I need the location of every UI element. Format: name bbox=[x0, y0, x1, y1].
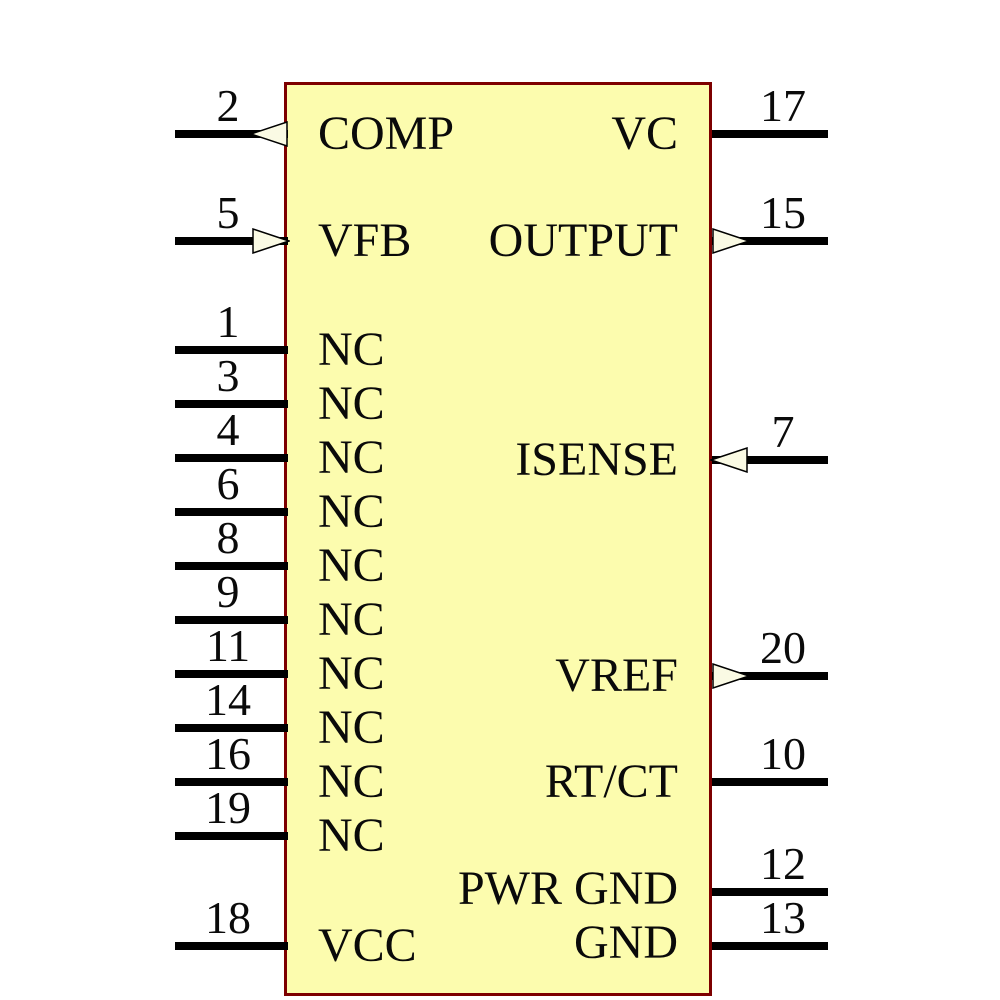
pin-wire-11[interactable] bbox=[175, 670, 288, 678]
pin-wire-6[interactable] bbox=[175, 508, 288, 516]
pin-wire-12[interactable] bbox=[712, 888, 828, 896]
pin-number-6: 6 bbox=[216, 458, 240, 509]
pin-label-nc: NC bbox=[318, 593, 385, 646]
pin-number-18: 18 bbox=[205, 892, 251, 943]
pin-number-5: 5 bbox=[216, 187, 240, 238]
pin-wire-18[interactable] bbox=[175, 942, 288, 950]
ic-symbol-body[interactable] bbox=[284, 82, 712, 996]
pin-label-vfb: VFB bbox=[318, 214, 412, 267]
pin-label-nc: NC bbox=[318, 809, 385, 862]
pin-label-nc: NC bbox=[318, 323, 385, 376]
pin-label-pwrgnd: PWR GND bbox=[457, 862, 678, 915]
pin-number-15: 15 bbox=[760, 187, 806, 238]
pin-wire-15[interactable] bbox=[712, 237, 828, 245]
pin-number-3: 3 bbox=[216, 350, 240, 401]
pin-number-12: 12 bbox=[760, 838, 806, 889]
pin-label-vref: VREF bbox=[555, 649, 678, 702]
output-arrow-icon bbox=[250, 121, 288, 147]
pin-number-17: 17 bbox=[760, 80, 806, 131]
pin-wire-2[interactable] bbox=[175, 130, 288, 138]
pin-number-1: 1 bbox=[216, 296, 240, 347]
pin-wire-16[interactable] bbox=[175, 778, 288, 786]
pin-number-14: 14 bbox=[205, 674, 251, 725]
pin-wire-4[interactable] bbox=[175, 454, 288, 462]
pin-label-nc: NC bbox=[318, 377, 385, 430]
pin-wire-7[interactable] bbox=[712, 456, 828, 464]
pin-wire-19[interactable] bbox=[175, 832, 288, 840]
pin-wire-5[interactable] bbox=[175, 237, 288, 245]
pin-label-nc: NC bbox=[318, 755, 385, 808]
pin-label-rtct: RT/CT bbox=[544, 755, 678, 808]
pin-label-vcc: VCC bbox=[318, 919, 417, 972]
pin-wire-3[interactable] bbox=[175, 400, 288, 408]
pin-label-nc: NC bbox=[318, 647, 385, 700]
output-arrow-icon bbox=[712, 228, 750, 254]
pin-label-nc: NC bbox=[318, 539, 385, 592]
pin-label-gnd: GND bbox=[574, 916, 678, 969]
pin-wire-8[interactable] bbox=[175, 562, 288, 570]
pin-label-vc: VC bbox=[611, 107, 678, 160]
pin-number-10: 10 bbox=[760, 728, 806, 779]
pin-number-11: 11 bbox=[205, 620, 251, 671]
pin-number-7: 7 bbox=[771, 406, 795, 457]
input-arrow-icon bbox=[252, 228, 290, 254]
pin-label-output: OUTPUT bbox=[488, 214, 678, 267]
pin-number-20: 20 bbox=[760, 622, 806, 673]
pin-number-19: 19 bbox=[205, 782, 251, 833]
pin-wire-20[interactable] bbox=[712, 672, 828, 680]
output-arrow-icon bbox=[712, 663, 750, 689]
pin-wire-1[interactable] bbox=[175, 346, 288, 354]
pin-label-comp: COMP bbox=[318, 107, 455, 160]
pin-number-9: 9 bbox=[216, 566, 240, 617]
pin-wire-9[interactable] bbox=[175, 616, 288, 624]
pin-number-8: 8 bbox=[216, 512, 240, 563]
pin-number-2: 2 bbox=[216, 80, 240, 131]
pin-wire-17[interactable] bbox=[712, 130, 828, 138]
pin-label-isense: ISENSE bbox=[515, 433, 678, 486]
input-arrow-icon bbox=[710, 447, 748, 473]
pin-number-4: 4 bbox=[216, 404, 240, 455]
pin-number-13: 13 bbox=[760, 892, 806, 943]
pin-label-nc: NC bbox=[318, 431, 385, 484]
pin-number-16: 16 bbox=[205, 728, 251, 779]
pin-wire-13[interactable] bbox=[712, 942, 828, 950]
pin-label-nc: NC bbox=[318, 701, 385, 754]
pin-label-nc: NC bbox=[318, 485, 385, 538]
pin-wire-10[interactable] bbox=[712, 778, 828, 786]
pin-wire-14[interactable] bbox=[175, 724, 288, 732]
